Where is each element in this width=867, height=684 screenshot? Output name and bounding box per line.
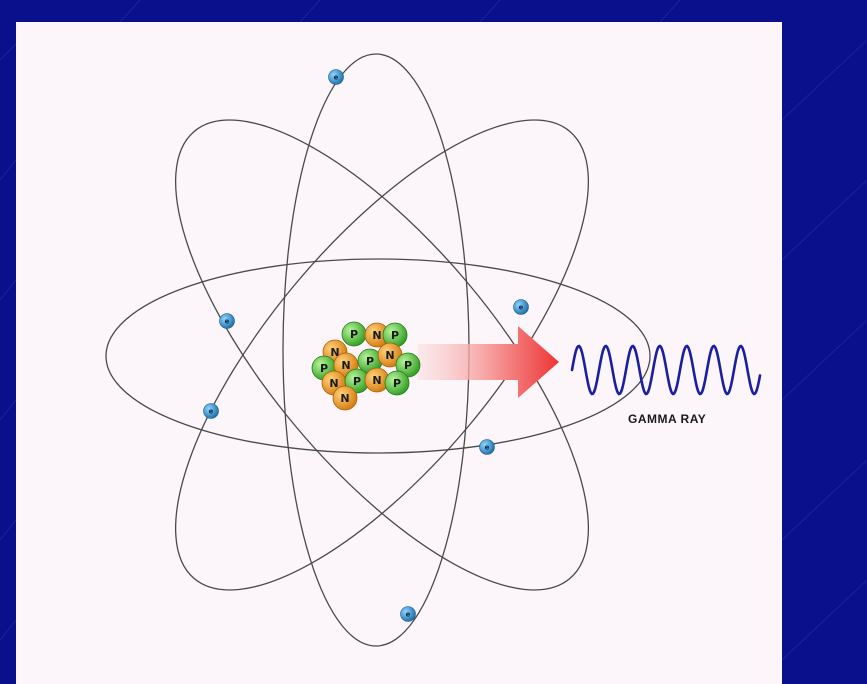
- orbit-diagonal-right: [174, 119, 590, 591]
- electron-label: e: [485, 444, 490, 452]
- proton: P: [384, 370, 410, 396]
- electrons: e e e e e e: [203, 69, 529, 622]
- electron-icon: e: [513, 299, 529, 315]
- proton-label: P: [366, 355, 374, 368]
- neutron-label: N: [372, 329, 381, 342]
- electron-icon: e: [328, 69, 344, 85]
- neutron-label: N: [385, 349, 394, 362]
- electron-label: e: [406, 611, 411, 619]
- neutron: N: [332, 385, 358, 411]
- neutron-label: N: [341, 359, 350, 372]
- electron-label: e: [519, 304, 524, 312]
- orbit-diagonal-left: [174, 119, 590, 591]
- neutron-label: N: [372, 374, 381, 387]
- neutron-label: N: [329, 377, 338, 390]
- proton-label: P: [320, 362, 328, 375]
- emission-arrow-icon: [418, 326, 559, 398]
- proton-label: P: [404, 359, 412, 372]
- proton: P: [341, 321, 367, 347]
- orbit-horizontal: [105, 258, 651, 454]
- electron-label: e: [334, 74, 339, 82]
- electron-label: e: [225, 318, 230, 326]
- gamma-ray-label: GAMMA RAY: [628, 412, 706, 426]
- proton-label: P: [353, 375, 361, 388]
- proton-label: P: [393, 377, 401, 390]
- gamma-wave-icon: [570, 344, 762, 396]
- electron-icon: e: [479, 439, 495, 455]
- neutron-label: N: [340, 392, 349, 405]
- electron-icon: e: [219, 313, 235, 329]
- proton-label: P: [350, 328, 358, 341]
- proton: P: [395, 352, 421, 378]
- proton-label: P: [391, 329, 399, 342]
- electron-icon: e: [400, 606, 416, 622]
- electron-label: e: [209, 408, 214, 416]
- electron-icon: e: [203, 403, 219, 419]
- neutron-label: N: [330, 346, 339, 359]
